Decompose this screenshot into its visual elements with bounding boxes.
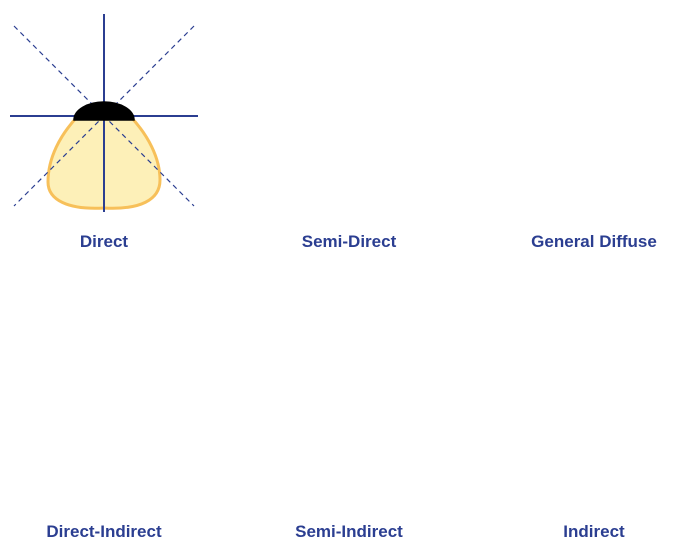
label-indirect: Indirect xyxy=(563,522,625,541)
diagram-direct xyxy=(10,14,198,212)
label-direct-indirect: Direct-Indirect xyxy=(46,522,162,541)
label-general-diffuse: General Diffuse xyxy=(531,232,657,251)
label-semi-direct: Semi-Direct xyxy=(301,232,397,251)
direct-luminaire xyxy=(73,101,135,121)
label-direct: Direct xyxy=(79,232,129,251)
label-semi-indirect: Semi-Indirect xyxy=(295,522,403,541)
